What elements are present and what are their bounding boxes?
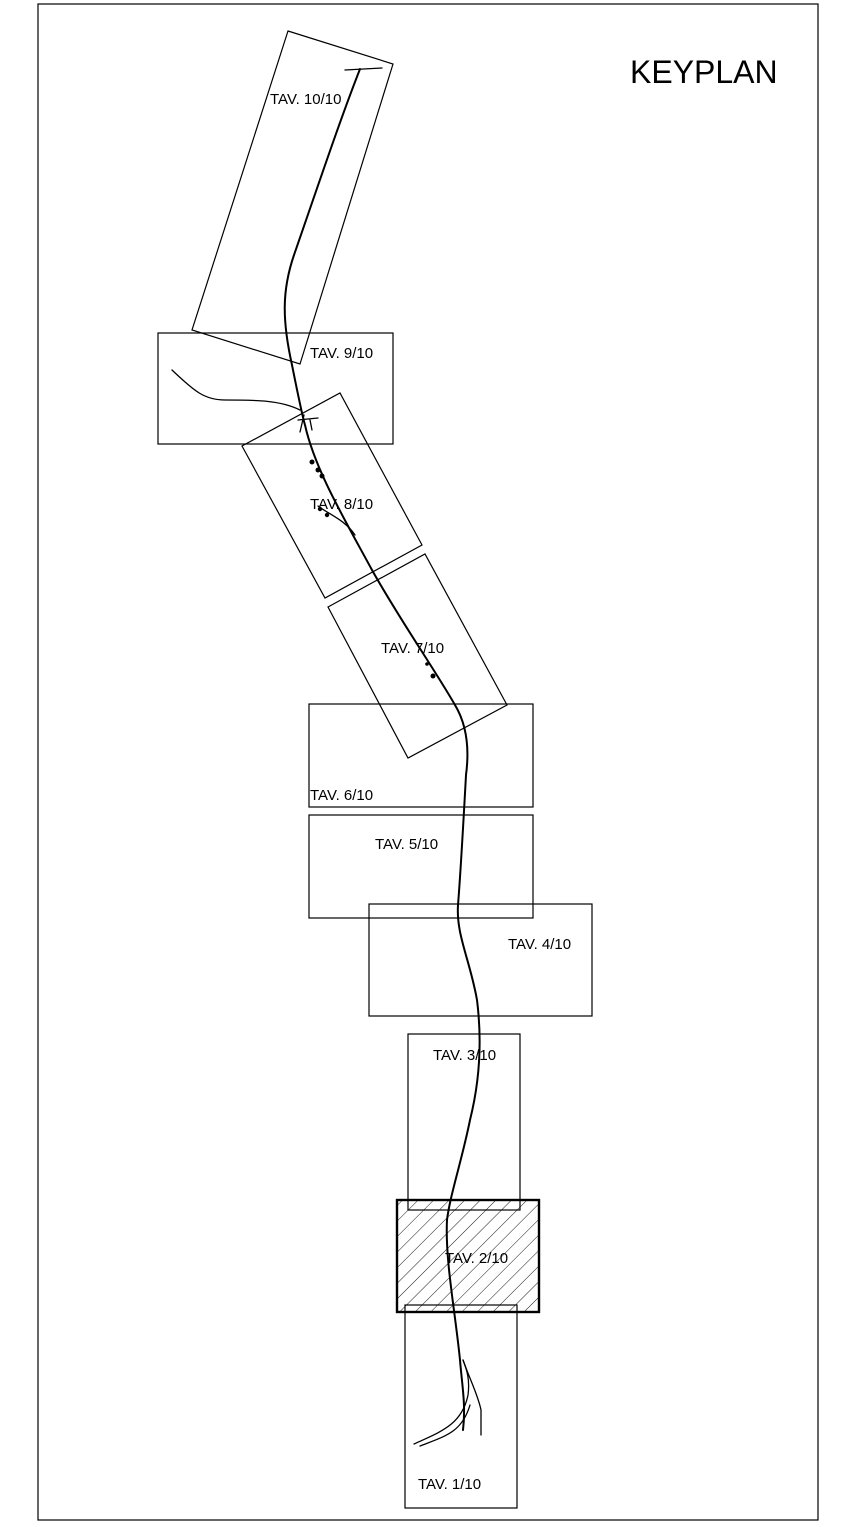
sheet-box-3[interactable]: TAV. 3/10: [407, 1033, 521, 1211]
sheet-box-6[interactable]: TAV. 6/10: [308, 703, 534, 808]
sheet-box-9[interactable]: TAV. 9/10: [157, 332, 394, 445]
route-alignment: [171, 67, 482, 1447]
sheet-label-8: TAV. 8/10: [310, 496, 373, 513]
sheet-label-6: TAV. 6/10: [310, 787, 373, 804]
sheet-label-1: TAV. 1/10: [418, 1476, 481, 1493]
sheet-label-2: TAV. 2/10: [445, 1250, 508, 1267]
sheet-label-9: TAV. 9/10: [310, 345, 373, 362]
sheet-label-3: TAV. 3/10: [433, 1047, 496, 1064]
sheet-box-5[interactable]: TAV. 5/10: [308, 814, 534, 919]
sheet-box-4[interactable]: TAV. 4/10: [368, 903, 593, 1017]
sheet-box-2-current[interactable]: TAV. 2/10: [395, 1198, 541, 1314]
drawing-frame: [37, 3, 819, 1521]
sheet-label-5: TAV. 5/10: [375, 836, 438, 853]
sheet-box-8[interactable]: TAV. 8/10: [241, 392, 423, 599]
route-nodes: [309, 459, 436, 679]
sheet-box-1[interactable]: TAV. 1/10: [404, 1304, 518, 1509]
sheet-box-10[interactable]: TAV. 10/10: [191, 30, 394, 365]
sheet-box-7[interactable]: TAV. 7/10: [327, 553, 508, 759]
keyplan-title: KEYPLAN: [630, 54, 778, 90]
sheet-label-10: TAV. 10/10: [270, 91, 341, 108]
sheet-label-4: TAV. 4/10: [508, 936, 571, 953]
sheet-label-7: TAV. 7/10: [381, 640, 444, 657]
